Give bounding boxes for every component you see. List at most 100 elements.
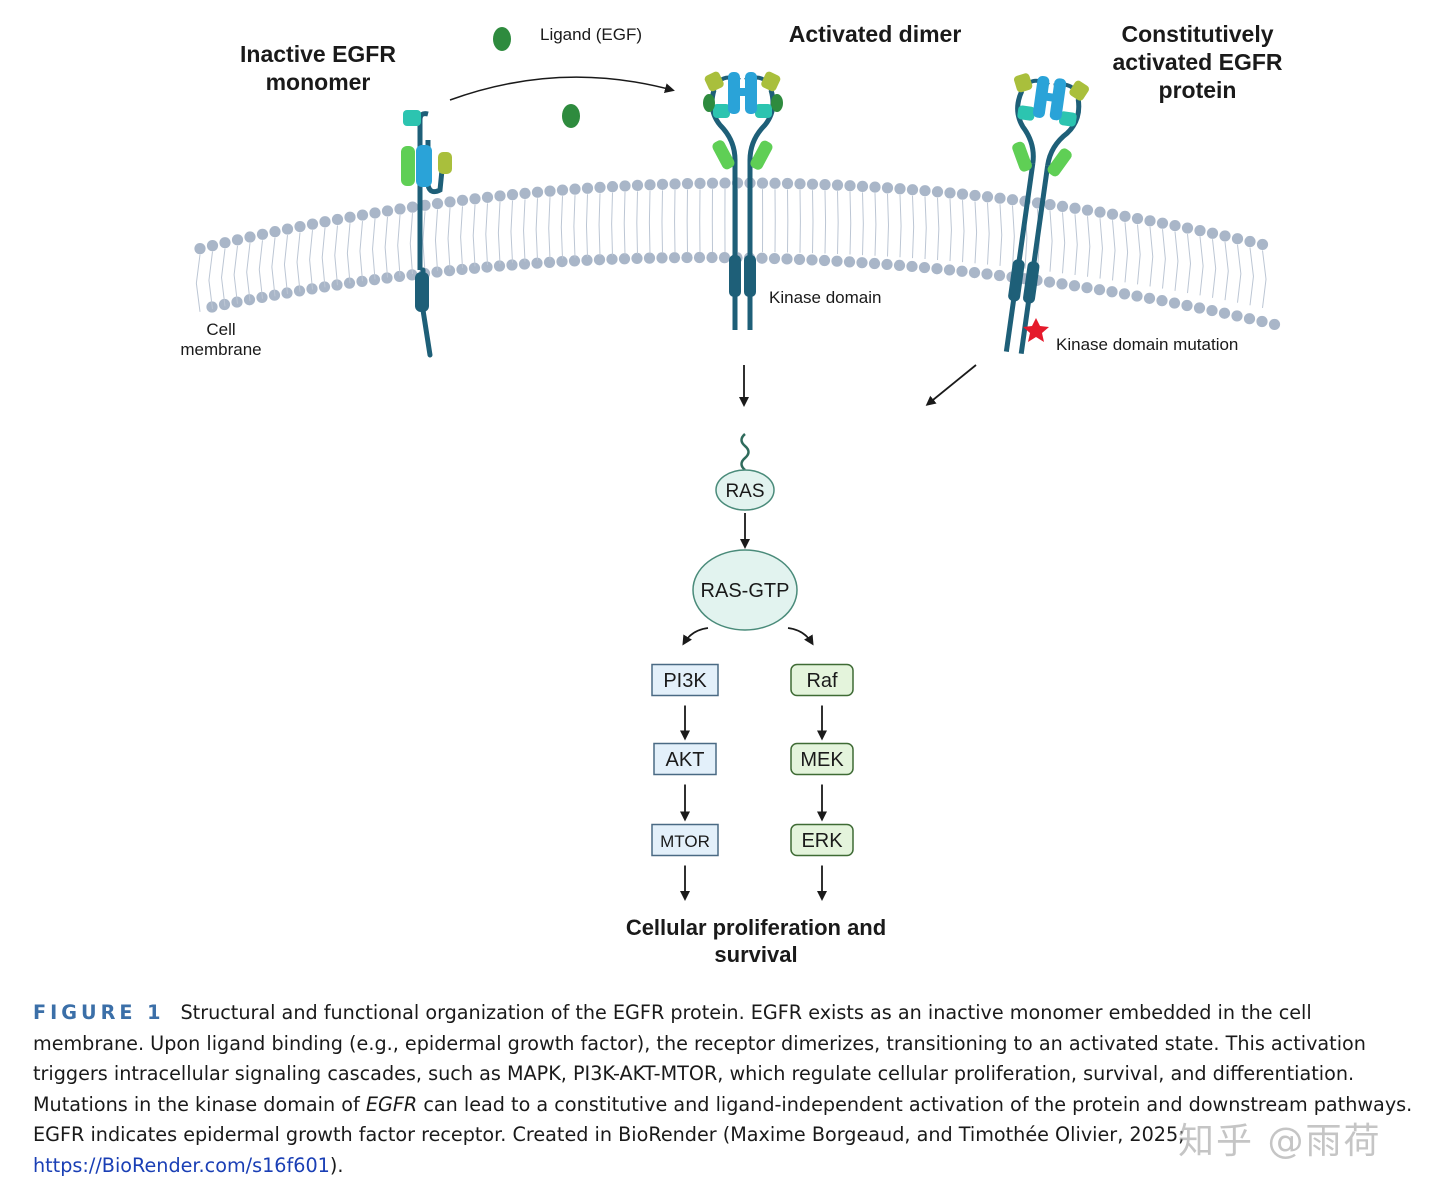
arrow-branch-left xyxy=(682,627,709,646)
lipid-head xyxy=(1069,202,1081,214)
activated-dimer-label: Activated dimer xyxy=(788,21,962,47)
lipid-head xyxy=(893,259,906,272)
lipid-head xyxy=(356,209,369,221)
lipid-head xyxy=(806,178,819,190)
biorender-link[interactable]: https://BioRender.com/s16f601 xyxy=(33,1153,330,1177)
lipid-head xyxy=(506,259,518,271)
lipid-tail xyxy=(1237,244,1242,303)
lipid-head xyxy=(906,260,918,273)
lipid-head xyxy=(1143,292,1156,304)
pathway-node-erk xyxy=(790,823,854,857)
lipid-tail xyxy=(937,197,940,261)
lipid-head xyxy=(556,256,568,268)
outcome-label: Cellular proliferation and survival xyxy=(625,915,887,967)
lipid-head xyxy=(1206,304,1218,317)
lipid-head xyxy=(1181,299,1193,312)
lipid-tail xyxy=(949,198,952,262)
lipid-tail xyxy=(283,235,288,295)
lipid-head xyxy=(431,197,444,210)
lipid-head xyxy=(1056,278,1068,290)
lipid-head xyxy=(781,253,793,265)
lipid-head xyxy=(994,192,1006,204)
lipid-head xyxy=(769,177,781,189)
lipid-head xyxy=(443,265,456,277)
lipid-head xyxy=(644,179,656,191)
lipid-head xyxy=(381,272,393,284)
lipid-tail xyxy=(899,194,902,258)
lipid-tail xyxy=(560,196,563,259)
lipid-head xyxy=(494,190,506,202)
lipid-head xyxy=(1219,230,1231,242)
lipid-head xyxy=(1243,313,1256,325)
lipid-head xyxy=(244,231,256,243)
lipid-tail xyxy=(1162,229,1166,289)
lipid-head xyxy=(656,252,668,264)
lipid-tail xyxy=(510,200,513,263)
lipid-head xyxy=(1081,204,1094,216)
caption-gene: EGFR xyxy=(365,1092,418,1116)
lipid-head xyxy=(456,263,468,276)
lipid-tail xyxy=(924,196,927,260)
lipid-head xyxy=(981,191,994,203)
lipid-head xyxy=(1131,290,1143,302)
lipid-head xyxy=(381,205,394,217)
lipid-head xyxy=(194,243,206,255)
pathway-label-raf: Raf xyxy=(806,670,838,692)
lipid-tail xyxy=(472,204,476,267)
pathway-node-akt xyxy=(653,742,717,776)
mutation-star-icon xyxy=(1023,318,1049,342)
lipid-tail xyxy=(585,194,588,257)
lipid-head xyxy=(356,275,368,287)
lipid-head xyxy=(319,216,331,228)
lipid-head xyxy=(1168,297,1181,309)
lipid-tail xyxy=(974,201,978,264)
lipid-head xyxy=(981,268,993,280)
ras-gtp-label: RAS-GTP xyxy=(701,580,790,602)
lipid-tail xyxy=(1137,224,1141,285)
lipid-head xyxy=(1231,233,1244,245)
lipid-head xyxy=(969,189,981,202)
lipid-head xyxy=(1119,210,1131,222)
watermark: 知乎 @雨荷 xyxy=(1178,1121,1382,1162)
lipid-head xyxy=(668,252,681,264)
lipid-head xyxy=(519,187,531,200)
lipid-head xyxy=(869,181,881,193)
lipid-head xyxy=(756,252,768,264)
lipid-head xyxy=(706,177,719,189)
ras-anchor-squiggle xyxy=(740,433,750,471)
lipid-tail xyxy=(497,201,501,264)
pathway-node-pi3k xyxy=(651,663,719,697)
lipid-tail xyxy=(1012,205,1015,268)
lipid-head xyxy=(606,253,618,265)
lipid-tail xyxy=(862,192,864,256)
lipid-head xyxy=(818,254,831,267)
lipid-head xyxy=(581,182,594,194)
lipid-head xyxy=(556,184,569,196)
lipid-head xyxy=(1268,318,1281,331)
lipid-head xyxy=(531,257,543,269)
lipid-tail xyxy=(434,209,438,271)
lipid-tail xyxy=(409,213,413,275)
lipid-head xyxy=(544,185,556,197)
lipid-head xyxy=(706,251,718,264)
lipid-head xyxy=(694,177,706,189)
lipid-tail xyxy=(962,200,965,263)
lipid-tail xyxy=(999,204,1003,266)
lipid-head xyxy=(206,240,219,252)
lipid-head xyxy=(819,179,831,191)
lipid-tail xyxy=(233,245,238,304)
lipid-tail xyxy=(321,227,326,288)
cell-membrane xyxy=(194,177,1281,331)
lipid-tail xyxy=(1262,250,1267,309)
lipid-head xyxy=(881,258,893,271)
lipid-head xyxy=(831,179,844,191)
lipid-head xyxy=(593,254,606,266)
lipid-tail xyxy=(460,206,463,268)
lipid-head xyxy=(681,178,694,190)
lipid-tail xyxy=(1074,214,1078,276)
lipid-head xyxy=(368,274,381,286)
lipid-head xyxy=(394,203,406,215)
lipid-head xyxy=(568,255,581,267)
